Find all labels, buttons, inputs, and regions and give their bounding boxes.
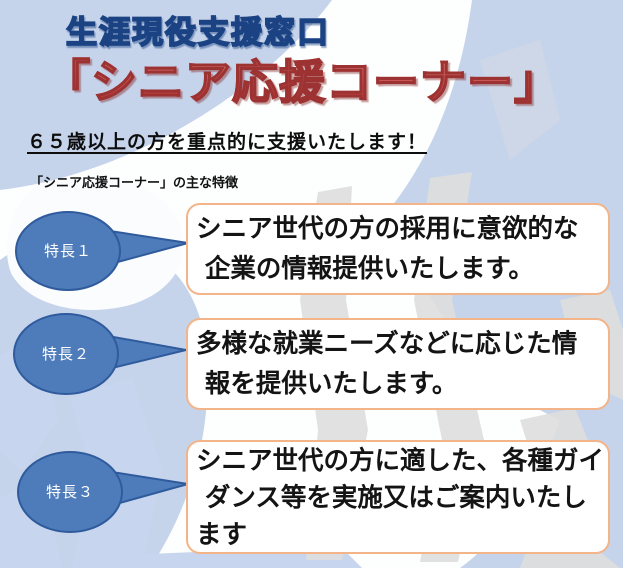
feature-box-2: 多様な就業ニーズなどに応じた情 報を提供いたします。 [186, 318, 610, 410]
bubble-shape [17, 451, 123, 533]
feature-bubble-1: 特長１ [15, 211, 189, 291]
bubble-tail [108, 229, 189, 265]
bubble-tail [106, 334, 187, 370]
main-title: 「シニア応援コーナー」 [43, 46, 561, 112]
bubble-shape [15, 211, 121, 291]
bubble-label: 特長３ [46, 484, 94, 501]
bubble-label: 特長１ [44, 243, 92, 260]
bubble-tail [110, 470, 189, 506]
features-caption: 「シニア応援コーナー」の主な特徴 [30, 175, 239, 190]
small-title: 生涯現役支援窓口 [65, 7, 330, 52]
feature-text-line: ダンス等を実施又はご案内いたし [204, 482, 587, 512]
background-gray-stroke [480, 40, 560, 160]
feature-text-line: 企業の情報提供いたします。 [204, 254, 534, 283]
feature-bubble-3: 特長３ [17, 451, 189, 533]
feature-text-line: シニア世代の方に適した、各種ガイ [196, 445, 605, 475]
feature-box-3: シニア世代の方に適した、各種ガイ ダンス等を実施又はご案内いたし ます [186, 440, 610, 554]
feature-box-1: シニア世代の方の採用に意欲的な 企業の情報提供いたします。 [186, 203, 610, 295]
feature-text-line: 多様な就業ニーズなどに応じた情 [196, 329, 578, 358]
feature-text-line: シニア世代の方の採用に意欲的な [196, 214, 579, 243]
feature-bubble-2: 特長２ [13, 313, 187, 395]
bubble-label: 特長２ [42, 346, 90, 363]
bubble-shape [13, 313, 119, 395]
feature-text-line: ます [196, 519, 248, 549]
tagline: ６５歳以上の方を重点的に支援いたします！ [27, 132, 428, 153]
feature-text-line: 報を提供いたします。 [204, 369, 458, 398]
